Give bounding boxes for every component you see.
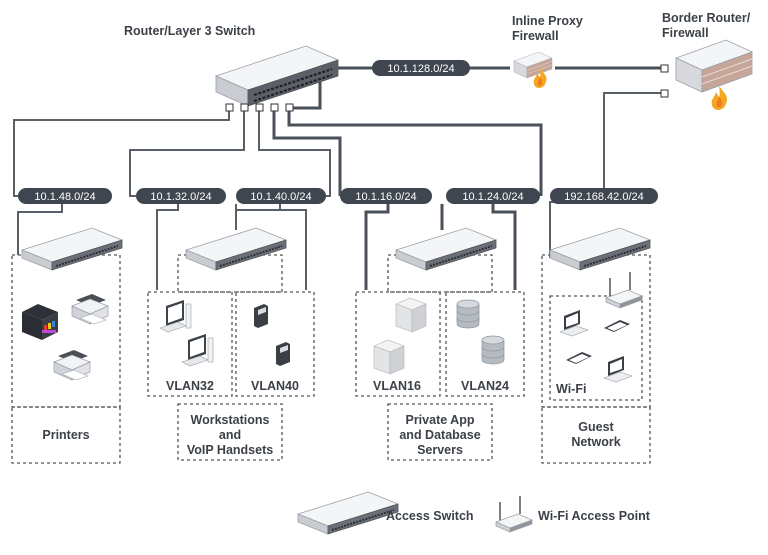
- link-port-32: [129, 110, 245, 197]
- zone-label-servers-2: and Database: [399, 428, 480, 442]
- vlan-label-16: VLAN16: [373, 379, 421, 393]
- subnet-label: 10.1.40.0/24: [250, 191, 311, 203]
- connections: [13, 66, 664, 290]
- link-port-40: [258, 110, 331, 197]
- zone-boxes: [11, 254, 651, 464]
- subnet-pill-24: 10.1.24.0/24: [446, 188, 540, 204]
- zone-label-guest-2: Network: [571, 435, 620, 449]
- tablet-icon: [566, 352, 592, 364]
- vlan-label-24: VLAN24: [461, 379, 509, 393]
- border-title-line2: Firewall: [662, 26, 709, 40]
- link-port-24: [287, 110, 543, 196]
- zone-label-servers-3: Servers: [417, 443, 463, 457]
- subnet-label: 10.1.32.0/24: [150, 191, 211, 203]
- access-switch-printers[interactable]: [21, 227, 123, 271]
- inline-proxy-firewall[interactable]: [513, 51, 553, 88]
- legend-access-switch-label: Access Switch: [386, 509, 474, 523]
- printer-icon: [71, 293, 109, 325]
- link-32-vlan32: [156, 204, 179, 290]
- access-switch-servers[interactable]: [395, 227, 497, 271]
- link-port-16: [272, 110, 342, 196]
- database-icon: [456, 299, 480, 329]
- flame-icon: [711, 86, 728, 110]
- legend-access-switch-icon: [297, 491, 399, 535]
- server-icon: [373, 339, 405, 375]
- subnet-label: 10.1.48.0/24: [34, 191, 95, 203]
- laptop-icon: [603, 355, 633, 383]
- subnet-label: 10.1.128.0/24: [387, 63, 454, 75]
- border-title-line1: Border Router/: [662, 11, 751, 25]
- subnet-pills: 10.1.128.0/24 10.1.48.0/24 10.1.32.0/24 …: [18, 60, 658, 204]
- link-port-48: [13, 110, 230, 197]
- link-40-vlan40: [235, 204, 307, 290]
- legend: Access Switch Wi-Fi Access Point: [297, 491, 651, 535]
- border-port: [660, 89, 669, 98]
- link-40-switch: [235, 204, 281, 230]
- subnet-pill-32: 10.1.32.0/24: [136, 188, 226, 204]
- legend-wifi-ap-label: Wi-Fi Access Point: [538, 509, 651, 523]
- subnet-pill-guest: 192.168.42.0/24: [550, 188, 658, 204]
- zone-label-guest-1: Guest: [578, 420, 614, 434]
- subnet-pill-40: 10.1.40.0/24: [236, 188, 326, 204]
- link-48-printers: [17, 204, 63, 255]
- voip-handset-icon: [276, 342, 290, 366]
- link-24-vlan24: [491, 204, 517, 290]
- zone-label-workstations-1: Workstations: [191, 413, 270, 427]
- vlan-label-32: VLAN32: [166, 379, 214, 393]
- vlan-label-40: VLAN40: [251, 379, 299, 393]
- zone-label-workstations-2: and: [219, 428, 241, 442]
- laptop-icon: [559, 309, 589, 337]
- zone-label-workstations-3: VoIP Handsets: [187, 443, 273, 457]
- printer-icon: [53, 349, 91, 381]
- database-icon: [481, 335, 505, 365]
- server-icon: [395, 297, 427, 333]
- subnet-pill-wan: 10.1.128.0/24: [372, 60, 470, 76]
- wifi-access-point-icon: [605, 271, 643, 309]
- core-ports: [225, 103, 294, 112]
- subnet-label: 192.168.42.0/24: [564, 191, 644, 203]
- border-router-firewall[interactable]: [660, 39, 753, 110]
- subnet-label: 10.1.24.0/24: [462, 191, 523, 203]
- access-switch-guest[interactable]: [549, 227, 651, 271]
- zone-label-servers-1: Private App: [405, 413, 474, 427]
- workstation-icon: [181, 333, 214, 367]
- core-router-title: Router/Layer 3 Switch: [124, 24, 255, 38]
- access-switch-workstations[interactable]: [185, 227, 287, 271]
- legend-wifi-access-point-icon: [495, 495, 533, 533]
- core-router[interactable]: [214, 44, 340, 112]
- tablet-icon: [604, 320, 630, 332]
- link-border-guest: [603, 92, 664, 190]
- link-16-vlan16: [364, 204, 390, 290]
- voip-handset-icon: [254, 304, 268, 328]
- subnet-pill-16: 10.1.16.0/24: [340, 188, 432, 204]
- proxy-title-line1: Inline Proxy: [512, 14, 583, 28]
- proxy-title-line2: Firewall: [512, 29, 559, 43]
- workstation-icon: [159, 299, 192, 333]
- border-port: [660, 64, 669, 73]
- subnet-pill-48: 10.1.48.0/24: [18, 188, 112, 204]
- vlan-label-wifi: Wi-Fi: [556, 382, 586, 396]
- subnet-label: 10.1.16.0/24: [355, 191, 416, 203]
- printer-color: [22, 304, 58, 340]
- zone-label-printers: Printers: [42, 428, 89, 442]
